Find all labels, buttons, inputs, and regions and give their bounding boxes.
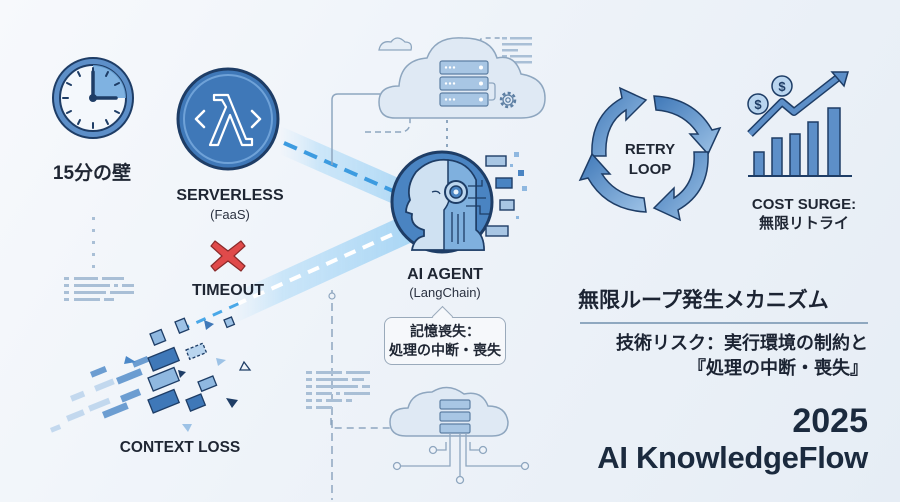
svg-text:$: $ bbox=[754, 97, 762, 112]
x-mark-icon bbox=[210, 240, 246, 272]
agent-label: AI AGENT (LangChain) bbox=[380, 266, 510, 302]
dollar-coin-icon: $ $ bbox=[747, 75, 793, 115]
clock-label: 15分の壁 bbox=[52, 163, 132, 184]
callout-line2: 処理の中断・喪失 bbox=[389, 342, 501, 358]
robot-head-icon bbox=[390, 150, 527, 254]
serverless-subtitle: (FaaS) bbox=[210, 207, 250, 222]
agent-title: AI AGENT bbox=[407, 266, 483, 283]
subtitle: 技術リスク：実行環境の制約と 『処理の中断・喪失』 bbox=[616, 331, 868, 381]
main-title: 無限ループ発生メカニズム bbox=[578, 289, 829, 312]
fragmented-blocks-icon bbox=[50, 316, 252, 433]
gear-icon bbox=[499, 91, 517, 109]
lambda-icon bbox=[176, 67, 280, 171]
serverless-label: SERVERLESS (FaaS) bbox=[160, 186, 300, 224]
subtitle-line2: 『処理の中断・喪失』 bbox=[688, 358, 868, 378]
context-loss-label: CONTEXT LOSS bbox=[119, 439, 241, 456]
retry-line2: LOOP bbox=[628, 161, 672, 178]
dotted-connector bbox=[92, 217, 95, 268]
subtitle-line1: 技術リスク：実行環境の制約と bbox=[616, 333, 868, 353]
cycle-arrows-icon bbox=[578, 86, 722, 222]
agent-subtitle: (LangChain) bbox=[409, 285, 481, 300]
retry-label: RETRY LOOP bbox=[600, 140, 700, 180]
cost-line2: 無限リトライ bbox=[758, 215, 849, 232]
retry-line1: RETRY bbox=[624, 141, 676, 158]
cost-line1: COST SURGE: bbox=[751, 196, 857, 213]
title-divider bbox=[580, 322, 868, 324]
clock-icon bbox=[52, 57, 134, 139]
memory-loss-callout: 記憶喪失： 処理の中断・喪失 bbox=[384, 317, 506, 365]
timeout-label: TIMEOUT bbox=[192, 282, 264, 299]
serverless-title: SERVERLESS bbox=[176, 187, 284, 204]
cloud-server-icon bbox=[378, 37, 546, 119]
year-label: 2025 bbox=[792, 402, 868, 440]
cost-label: COST SURGE: 無限リトライ bbox=[738, 195, 870, 233]
rising-cost-chart-icon: $ $ bbox=[747, 71, 852, 177]
cloud-network-icon bbox=[389, 386, 530, 485]
callout-line1: 記憶喪失： bbox=[410, 323, 480, 339]
svg-text:$: $ bbox=[778, 79, 786, 94]
text-lines-left bbox=[64, 277, 134, 301]
brand-label: AI KnowledgeFlow bbox=[597, 440, 868, 475]
